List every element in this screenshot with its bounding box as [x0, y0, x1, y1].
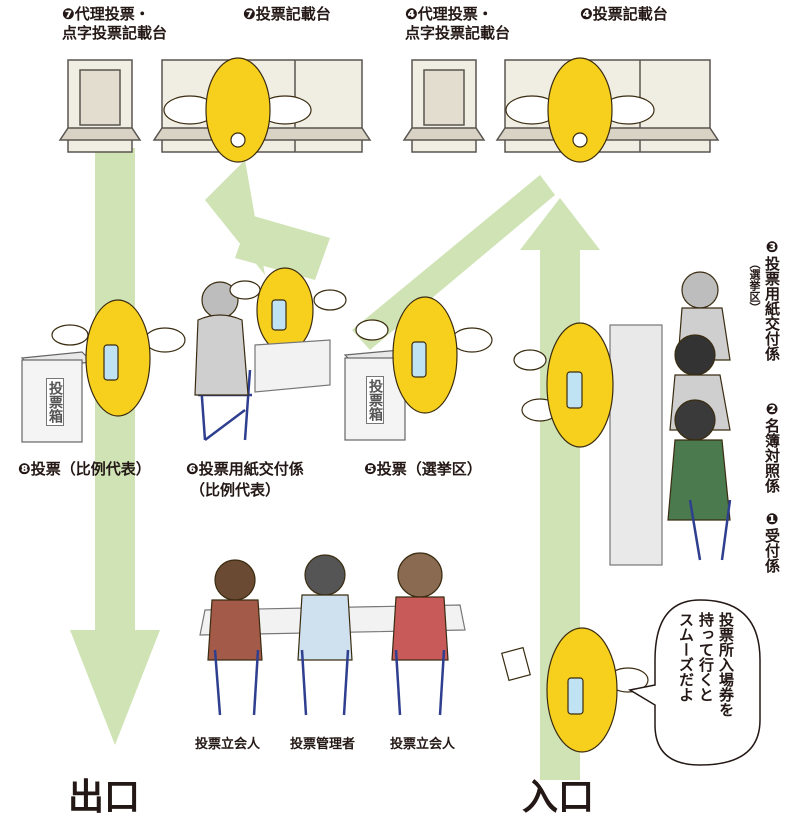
- exit-arrow: [70, 148, 160, 745]
- entrance-label: 入口: [522, 777, 595, 818]
- arrow-head-left-booth: [205, 160, 265, 275]
- reception-label: ❶受付係: [763, 510, 781, 573]
- proxy-booth-left-label: ❼代理投票・ 点字投票記載台: [62, 5, 168, 42]
- mascot-cat-with-wings-icon: [229, 267, 347, 353]
- ballot-box-pr-group: [20, 299, 186, 443]
- booth-right-label: ❹投票記載台: [580, 5, 668, 23]
- voting-booth-icon: [58, 59, 142, 153]
- voting-booths-left: [58, 57, 372, 163]
- vote-district-label: ❺投票（選挙区）: [364, 460, 482, 478]
- witness-left-label: 投票立会人: [195, 737, 261, 752]
- person-icon: [194, 281, 249, 396]
- paper-district-sub-label: （選挙区）: [748, 258, 761, 313]
- speech-bubble-text: 投票所入場券を 持って行くと スムーズだよ: [677, 612, 735, 717]
- mascot-cat-with-wings-icon: [163, 57, 312, 163]
- voting-booths-right: [402, 57, 720, 163]
- entrance-mascot-group: [501, 627, 649, 753]
- paper-pr-label: ❻投票用紙交付係: [186, 460, 304, 478]
- reception-counter-group: [513, 271, 732, 566]
- mascot-cat-with-wings-icon: [355, 296, 493, 414]
- person-icon: [297, 554, 353, 661]
- register-check-label: ❷名簿対照係: [763, 400, 781, 493]
- mascot-cat-with-wings-icon: [501, 627, 649, 753]
- ballot-box-label: 投票箱: [46, 378, 64, 426]
- desk: [254, 339, 331, 393]
- mascot-cat-with-wings-icon: [51, 299, 186, 417]
- mascot-cat-with-wings-icon: [505, 57, 655, 163]
- speech-bubble-icon: [627, 599, 761, 766]
- manager-label: 投票管理者: [290, 737, 356, 752]
- witness-right-label: 投票立会人: [390, 737, 456, 752]
- ballot-box-label: 投票箱: [366, 376, 384, 424]
- folding-chair-icon: [213, 649, 446, 716]
- mascot-cat-with-wings-icon: [513, 322, 614, 448]
- person-icon: [207, 559, 263, 661]
- person-icon: [667, 399, 731, 521]
- paper-pr-desk-group: [194, 267, 347, 441]
- paper-district-label: ❸投票用紙交付係: [763, 238, 781, 361]
- counter: [609, 324, 663, 566]
- proxy-booth-right-label: ❹代理投票・ 点字投票記載台: [405, 5, 511, 42]
- observers-group: [199, 552, 466, 716]
- folding-chair-icon: [688, 499, 732, 561]
- voting-booth-icon: [402, 59, 486, 153]
- booth-left-label: ❼投票記載台: [243, 5, 331, 23]
- person-icon: [391, 552, 449, 661]
- paper-pr-sub-label: （比例代表）: [190, 481, 281, 499]
- vote-pr-label: ❽投票（比例代表）: [18, 460, 151, 478]
- diagonal-arrow-to-booth: [352, 175, 555, 350]
- exit-label: 出口: [68, 777, 141, 818]
